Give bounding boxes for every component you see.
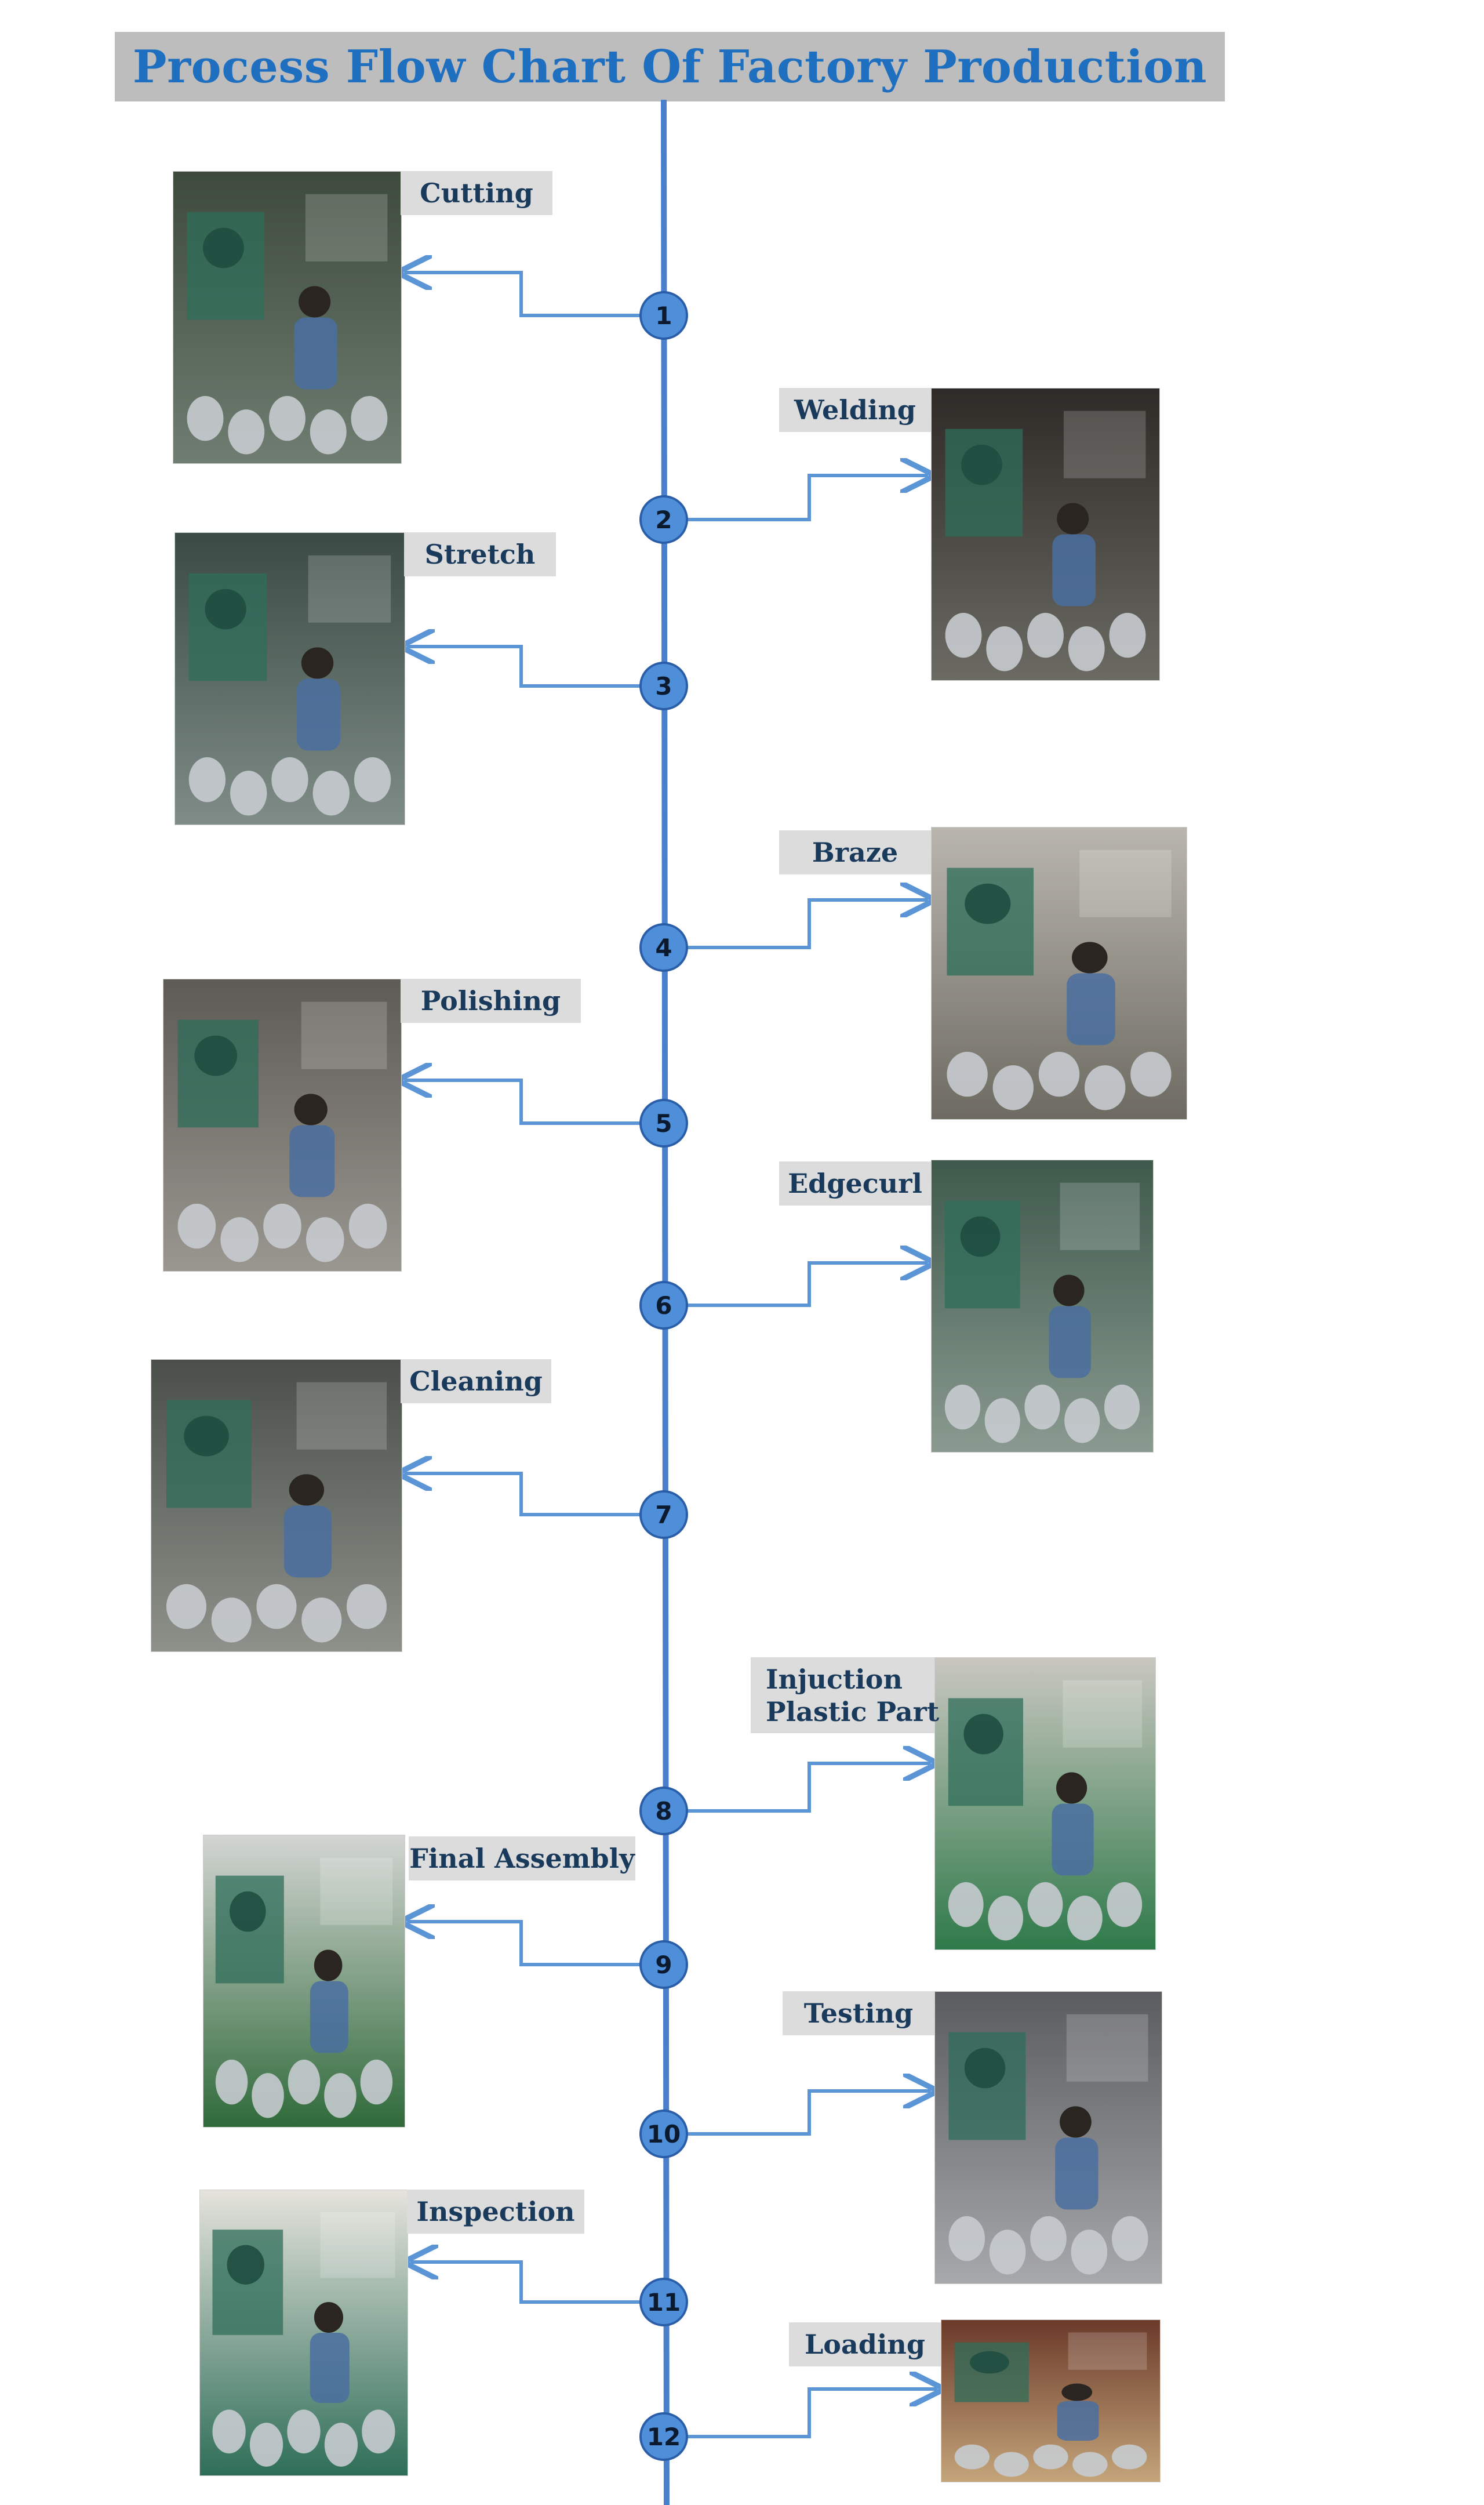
braze-photo: [931, 827, 1187, 1120]
step-node-8: 8: [639, 1787, 688, 1835]
edgecurl-photo: [931, 1160, 1154, 1453]
connector-arrow-3: [407, 647, 642, 686]
connector-arrow-12: [686, 2389, 937, 2437]
connector-arrow-6: [686, 1263, 928, 1305]
connector-arrow-2: [686, 475, 928, 520]
step-label-line: Testing: [804, 1997, 913, 2030]
connector-arrow-9: [407, 1922, 642, 1965]
connector-arrow-7: [404, 1473, 642, 1515]
step-label-line: Edgecurl: [788, 1167, 922, 1200]
step-label-polishing: Polishing: [401, 979, 581, 1023]
step-label-line: Cutting: [420, 177, 533, 209]
step-label-braze: Braze: [779, 830, 931, 874]
step-label-line: Stretch: [425, 538, 536, 571]
step-label-cleaning: Cleaning: [401, 1359, 551, 1403]
step-label-line: Polishing: [421, 985, 561, 1017]
connector-arrow-8: [686, 1763, 931, 1811]
welding-photo: [931, 388, 1160, 681]
step-label-testing: Testing: [783, 1991, 934, 2035]
step-label-line: Braze: [812, 836, 898, 869]
step-label-final-assembly: Final Assembly: [409, 1836, 635, 1880]
step-node-2: 2: [639, 495, 688, 544]
step-node-9: 9: [639, 1940, 688, 1989]
loading-photo: [941, 2319, 1161, 2482]
step-label-loading: Loading: [789, 2322, 941, 2366]
step-node-5: 5: [639, 1099, 688, 1148]
step-label-inspection: Inspection: [407, 2190, 584, 2234]
step-node-3: 3: [639, 662, 688, 710]
cutting-photo: [173, 171, 402, 464]
step-label-edgecurl: Edgecurl: [779, 1161, 931, 1206]
step-label-line: Loading: [805, 2328, 925, 2361]
testing-photo: [934, 1991, 1162, 2284]
connector-arrow-11: [410, 2262, 642, 2302]
step-node-12: 12: [639, 2412, 688, 2461]
cleaning-photo: [151, 1359, 402, 1652]
inspection-photo: [199, 2190, 408, 2476]
step-label-line: Final Assembly: [409, 1842, 635, 1875]
connector-arrow-5: [404, 1080, 642, 1123]
step-label-line: Injuction: [766, 1663, 903, 1696]
step-label-line: Welding: [794, 394, 916, 426]
connector-arrow-4: [686, 900, 928, 947]
step-node-6: 6: [639, 1281, 688, 1330]
final-assembly-photo: [203, 1835, 405, 2128]
step-label-cutting: Cutting: [401, 171, 552, 215]
step-label-line: Cleaning: [409, 1365, 543, 1397]
step-node-10: 10: [639, 2110, 688, 2158]
step-label-stretch: Stretch: [404, 532, 556, 576]
step-label-line: Plastic Part: [766, 1696, 939, 1728]
step-label-line: Inspection: [416, 2195, 574, 2228]
stretch-photo: [174, 532, 405, 825]
connector-arrow-1: [404, 273, 642, 315]
connector-arrow-10: [686, 2091, 931, 2134]
step-label-welding: Welding: [779, 388, 931, 432]
polishing-photo: [163, 979, 402, 1272]
injection-photo: [934, 1657, 1156, 1950]
step-node-4: 4: [639, 923, 688, 972]
step-node-11: 11: [639, 2278, 688, 2326]
step-node-1: 1: [639, 291, 688, 340]
step-node-7: 7: [639, 1490, 688, 1539]
